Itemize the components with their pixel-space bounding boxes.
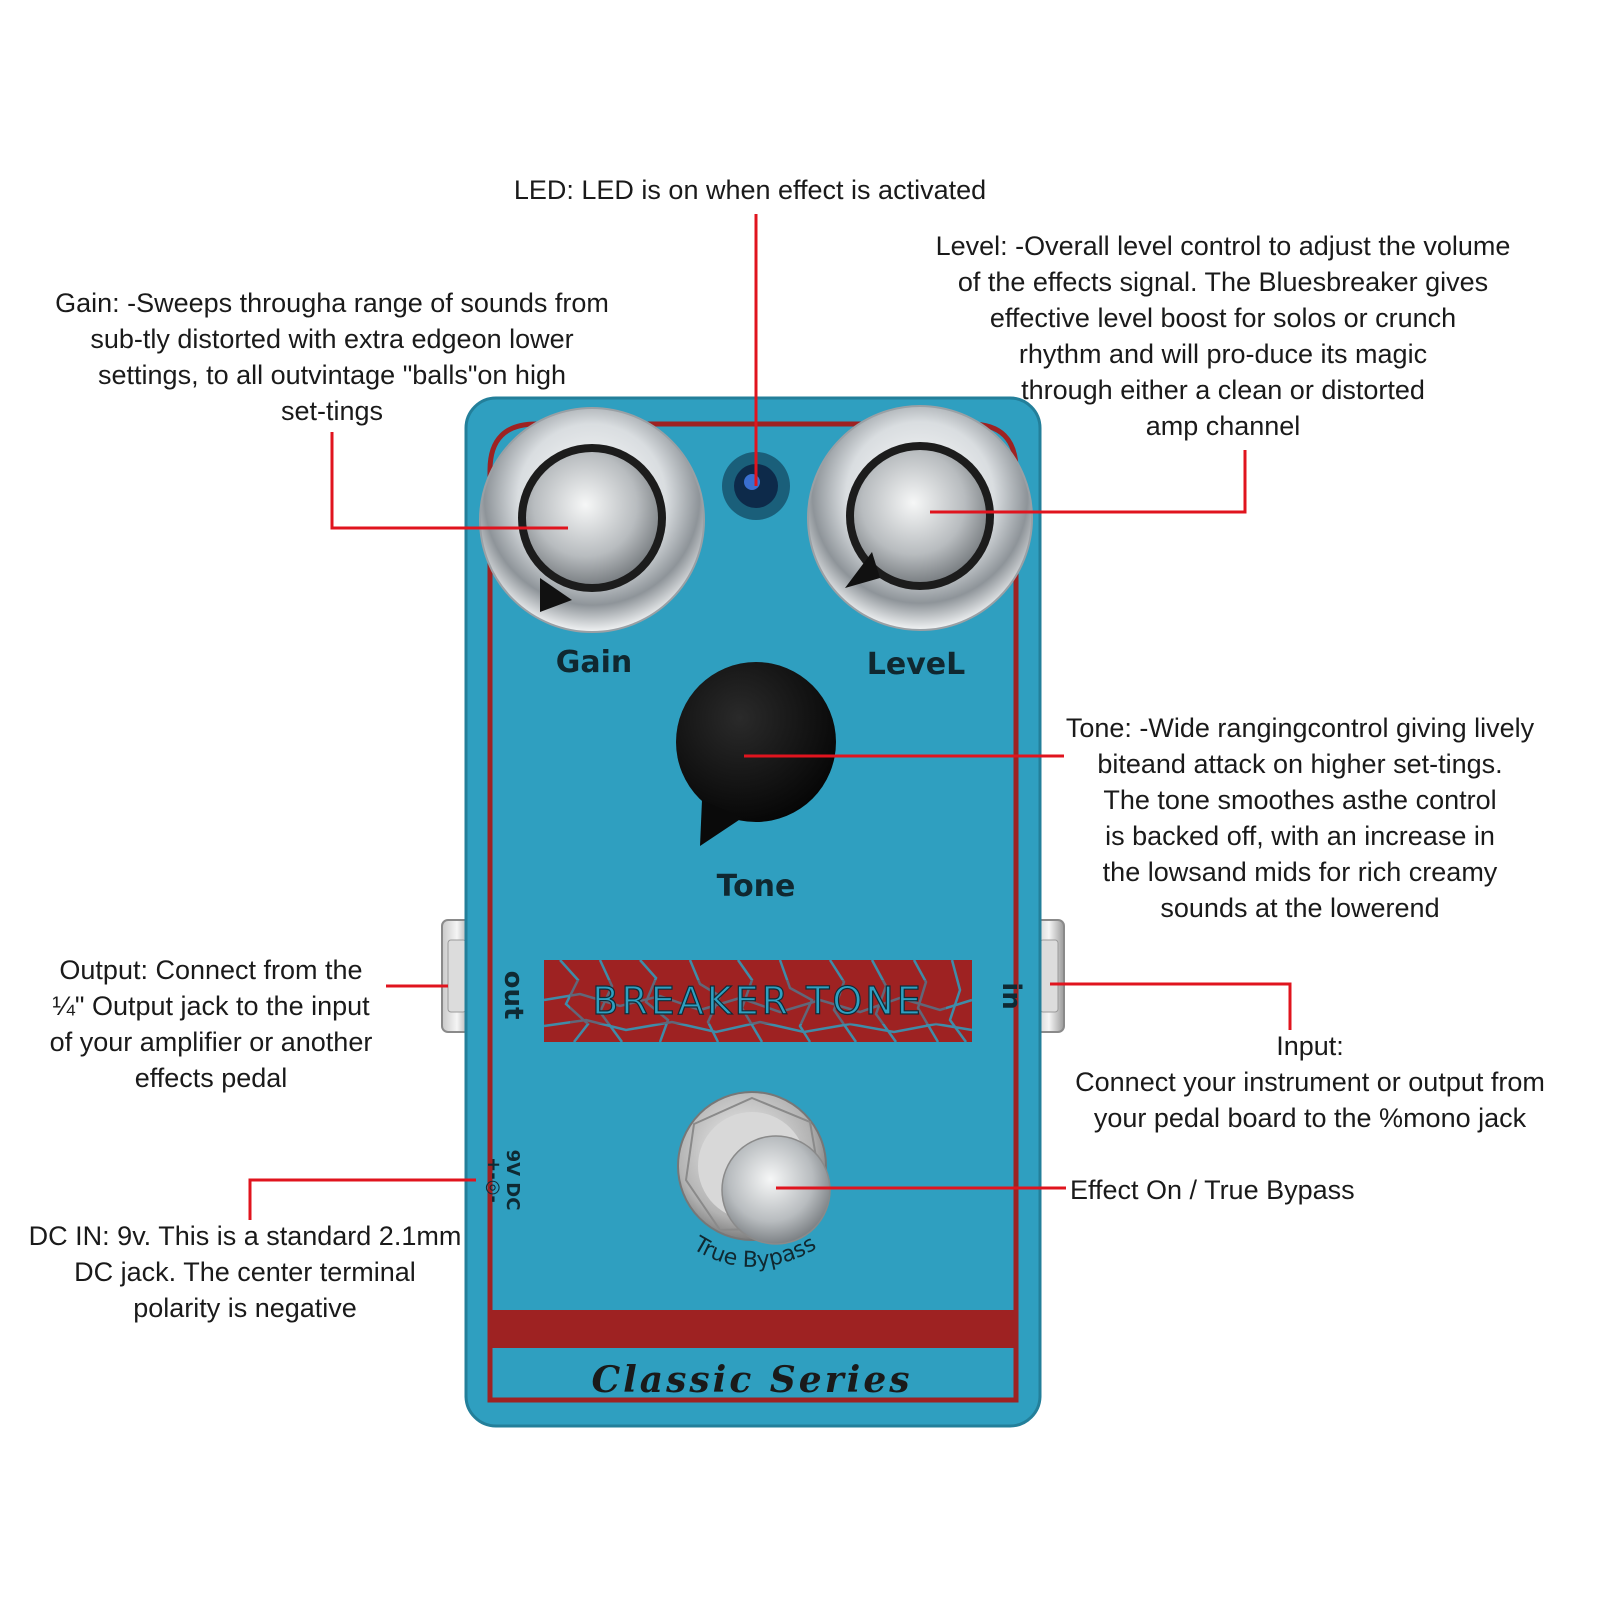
callout-line: DC IN: 9v. This is a standard 2.1mm — [28, 1221, 462, 1251]
level-knob-label: LeveL — [867, 647, 965, 682]
effect-callout: Effect On / True Bypass — [1070, 1172, 1380, 1208]
callout-line: DC jack. The center terminal — [74, 1257, 416, 1287]
callout-line: Connect your instrument or output from — [1075, 1067, 1545, 1097]
jack-out-label: out — [498, 971, 528, 1020]
callout-line: sounds at the lowerend — [1160, 893, 1440, 923]
classic-series-label: Classic Series — [591, 1359, 912, 1401]
callout-line: of your amplifier or another — [49, 1027, 373, 1057]
pedal-enclosure — [464, 396, 1042, 1428]
tone-knob-label: Tone — [717, 869, 796, 904]
callout-line: rhythm and will pro-duce its magic — [1018, 339, 1428, 369]
callout-line: biteand attack on higher set-tings. — [1097, 749, 1503, 779]
dc-polarity-symbol: +-◎- — [483, 1157, 504, 1203]
jack-in-label: in — [996, 982, 1026, 1009]
input-callout: Input: Connect your instrument or output… — [1040, 1028, 1580, 1136]
callout-line: is backed off, with an increase in — [1105, 821, 1495, 851]
gain-callout: Gain: -Sweeps througha range of sounds f… — [20, 285, 644, 429]
callout-line: through either a clean or distorted — [1021, 375, 1425, 405]
callout-line: Level: -Overall level control to adjust … — [935, 231, 1511, 261]
callout-line: LED: LED is on when effect is activated — [513, 175, 987, 205]
dc-label: 9V DC — [502, 1150, 523, 1211]
footswitch[interactable] — [677, 1091, 831, 1245]
callout-line: ¼" Output jack to the input — [52, 991, 370, 1021]
gain-knob[interactable] — [479, 407, 705, 633]
callout-line: of the effects signal. The Bluesbreaker … — [957, 267, 1489, 297]
callout-line: Output: Connect from the — [59, 955, 363, 985]
callout-line: effective level boost for solos or crunc… — [989, 303, 1457, 333]
callout-line: the lowsand mids for rich creamy — [1102, 857, 1498, 887]
callout-line: Effect On / True Bypass — [1070, 1175, 1355, 1205]
callout-line: Gain: -Sweeps througha range of sounds f… — [55, 288, 609, 318]
led-callout: LED: LED is on when effect is activated — [430, 172, 1070, 208]
callout-line: polarity is negative — [133, 1293, 357, 1323]
callout-line: sub-tly distorted with extra edgeon lowe… — [90, 324, 574, 354]
output-callout: Output: Connect from the ¼" Output jack … — [26, 952, 396, 1096]
callout-line: amp channel — [1145, 411, 1301, 441]
breaker-tone-logo — [543, 959, 973, 1043]
level-callout: Level: -Overall level control to adjust … — [905, 228, 1541, 444]
led-indicator — [722, 452, 790, 520]
callout-line: Input: — [1276, 1031, 1344, 1061]
tone-knob[interactable] — [676, 662, 836, 846]
tone-callout: Tone: -Wide rangingcontrol giving lively… — [1040, 710, 1560, 926]
callout-line: effects pedal — [134, 1063, 288, 1093]
callout-line: settings, to all outvintage "balls"on hi… — [98, 360, 566, 390]
dc-callout: DC IN: 9v. This is a standard 2.1mm DC j… — [10, 1218, 480, 1326]
callout-line: Tone: -Wide rangingcontrol giving lively — [1065, 713, 1535, 743]
gain-knob-label: Gain — [556, 645, 633, 680]
callout-line: your pedal board to the %mono jack — [1093, 1103, 1527, 1133]
callout-line: The tone smoothes asthe control — [1103, 785, 1497, 815]
callout-line: set-tings — [280, 396, 384, 426]
logo-text: BREAKER TONE — [592, 979, 923, 1023]
